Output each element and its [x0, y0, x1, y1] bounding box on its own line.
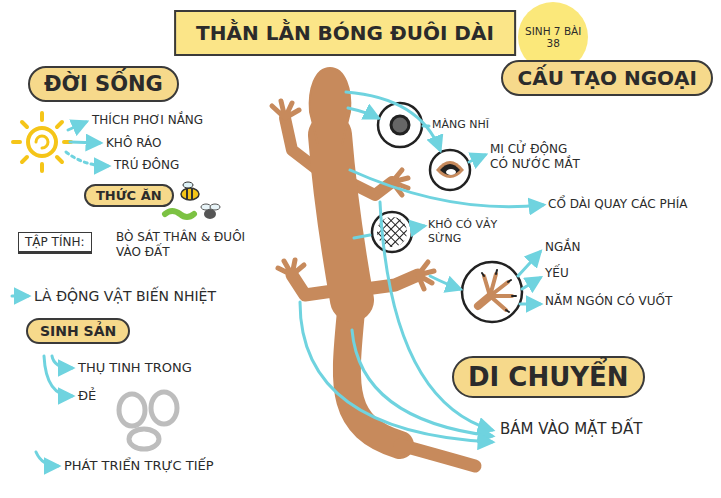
section-pill: CẤU TẠO NGOẠI — [501, 60, 713, 96]
node-text: THỨC ĂN — [96, 188, 162, 203]
leader-arrow — [12, 295, 28, 298]
note-label: BÁM VÀO MẶT ĐẤT — [500, 420, 642, 439]
node-text: CẤU TẠO NGOẠI — [517, 66, 697, 90]
eye — [440, 164, 460, 175]
note-label: KHÔ CÓ VẢY SỪNG — [428, 218, 520, 246]
leader-arrow — [430, 276, 460, 289]
sun-spiral — [36, 136, 48, 148]
leader-arrow — [469, 155, 485, 162]
eardrum — [391, 116, 409, 134]
keyword-box: TẬP TÍNH: — [18, 232, 92, 254]
leader-arrow — [68, 122, 86, 130]
leader-arrow — [348, 108, 378, 118]
sun-icon — [13, 113, 71, 171]
leader-arrow — [36, 452, 58, 466]
leader-arrow — [520, 303, 540, 306]
egg — [129, 429, 159, 449]
lizard-body — [330, 135, 352, 300]
leader-arrow — [518, 252, 540, 276]
note-label: TRÚ ĐÔNG — [114, 158, 179, 173]
section-pill: DI CHUYỂN — [452, 356, 645, 398]
sun-disc — [28, 128, 56, 156]
leader-arrow — [522, 278, 540, 289]
leader-arrows — [12, 92, 543, 466]
note-label: NGẮN — [545, 240, 580, 255]
detail-circle — [462, 262, 522, 322]
node-text: TẬP TÍNH: — [25, 235, 85, 249]
note-label: YẾU — [545, 266, 569, 281]
egg-icons — [119, 392, 177, 449]
node-text: DI CHUYỂN — [468, 362, 629, 392]
leader-arrow — [66, 152, 108, 166]
scale-detail — [372, 212, 412, 252]
egg — [151, 392, 177, 424]
fly-wing — [210, 204, 220, 210]
foot-palm — [478, 296, 490, 306]
worm — [165, 211, 194, 217]
foot-detail — [462, 262, 522, 322]
leader-arrow — [52, 356, 72, 368]
leader-arrow — [346, 92, 440, 150]
egg — [119, 394, 145, 426]
fly-body — [204, 209, 216, 219]
node-text: ĐỜI SỐNG — [44, 72, 163, 96]
note-label: THÍCH PHƠI NẮNG — [92, 113, 203, 128]
note-label: MÀNG NHĨ — [432, 118, 489, 132]
foot-toes — [484, 274, 512, 310]
note-label: NĂM NGÓN CÓ VUỐT — [545, 294, 672, 309]
section-pill: SINH SẢN — [26, 318, 130, 344]
bee-wing — [183, 182, 193, 188]
lizard-toes — [278, 260, 304, 275]
note-label: LÀ ĐỘNG VẬT BIẾN NHIỆT — [34, 288, 216, 306]
leader-arrow — [70, 142, 100, 143]
insect-icons — [165, 182, 220, 219]
detail-circle — [372, 212, 412, 252]
note-label: MI CỬ ĐỘNG CÓ NƯỚC MẮT — [490, 142, 582, 172]
sun-rays — [13, 113, 71, 171]
lizard-toes — [272, 101, 299, 118]
bee-body — [181, 188, 199, 200]
lizard-tail — [400, 445, 475, 466]
lizard-head — [310, 68, 351, 145]
title-text: THẰN LẰN BÓNG ĐUÔI DÀI — [196, 21, 494, 45]
note-label: KHÔ RÁO — [106, 136, 161, 151]
node-text: SINH SẢN — [40, 323, 116, 339]
note-label: BÒ SÁT THÂN & ĐUÔI VÀO ĐẤT — [116, 230, 266, 260]
section-pill: THỨC ĂN — [84, 184, 174, 207]
note-label: ĐẺ — [78, 388, 96, 404]
eye-detail — [430, 150, 470, 190]
detail-circle — [378, 103, 422, 147]
note-label: CỔ DÀI QUAY CÁC PHÍA — [548, 197, 687, 212]
foot-drawing — [478, 274, 512, 310]
claws — [482, 270, 516, 312]
node-text: SINH 7 BÀI 38 — [518, 25, 588, 50]
note-label: PHÁT TRIỂN TRỰC TIẾP — [64, 458, 214, 474]
bee-stripes — [187, 189, 192, 199]
detail-circle — [430, 150, 470, 190]
leader-arrow — [354, 235, 370, 238]
ear-detail — [378, 103, 422, 147]
leader-arrow — [412, 226, 424, 228]
eye-shine — [446, 169, 456, 175]
eyelid — [436, 161, 464, 178]
leader-arrow — [44, 356, 72, 396]
title-banner: THẰN LẰN BÓNG ĐUÔI DÀI — [174, 10, 516, 56]
note-label: THỤ TINH TRONG — [78, 360, 192, 376]
section-pill: ĐỜI SỐNG — [28, 66, 179, 102]
